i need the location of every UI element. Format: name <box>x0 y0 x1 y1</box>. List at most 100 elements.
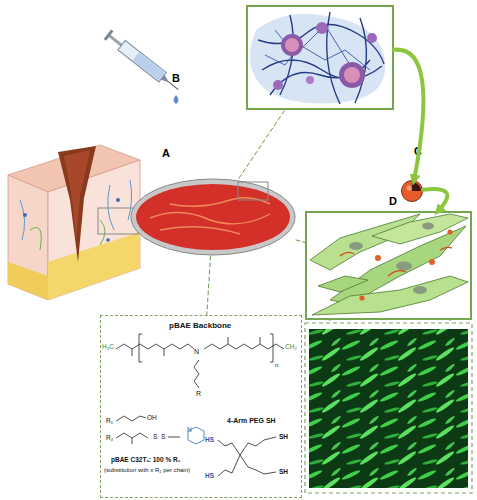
chemical-bonds <box>116 334 284 476</box>
cell-illustration-part <box>447 229 452 234</box>
cell-illustration-part <box>413 286 427 294</box>
skin-illustration-part <box>20 180 132 240</box>
skin-illustration-part <box>48 232 140 300</box>
node-label: pBAE C32Tₓ: 100 % R₁ <box>111 457 180 464</box>
skin-illustration-part <box>116 198 120 202</box>
cell-illustration-part <box>312 276 468 315</box>
petri-dish: A <box>130 178 296 256</box>
hydrogel-network-part <box>316 22 328 34</box>
dashed-leader <box>296 240 305 242</box>
syringe-part <box>104 29 114 40</box>
node-label: R₂ <box>106 435 113 442</box>
cell-illustration-part <box>349 242 363 250</box>
nanoparticle-circle-outline-part <box>407 186 412 191</box>
chemical-bonds-part <box>132 438 133 444</box>
petri-dish-outline-part <box>150 198 270 234</box>
node-label: A <box>162 148 170 159</box>
chemical-bonds-part <box>204 344 284 349</box>
cell-illustration-part <box>422 223 434 230</box>
dashed-leader <box>239 110 285 178</box>
syringe <box>104 29 182 94</box>
node-label: CH₂ <box>285 344 297 351</box>
node-label: 4-Arm PEG SH <box>227 417 276 424</box>
chemical-bonds-part <box>139 334 273 362</box>
node-label: HS <box>205 473 214 480</box>
syringe-part <box>133 52 165 80</box>
node-label: HS <box>205 437 214 444</box>
petri-dish-outline <box>130 178 296 256</box>
cell-illustration-part <box>318 276 368 292</box>
petri-dish-outline-part <box>131 179 295 255</box>
node-label: pBAE Backbone <box>169 322 231 330</box>
dashed-leader <box>207 256 211 315</box>
fluorescence-image-part <box>309 329 468 488</box>
node-label: C <box>414 146 422 157</box>
node-label: S <box>153 434 157 441</box>
node-label: D <box>389 196 397 207</box>
gel-droplet <box>174 95 179 104</box>
syringe-part <box>118 41 166 82</box>
cell-illustration-part <box>396 262 412 271</box>
chemical-bonds-part <box>188 427 204 444</box>
hydrogel-network-part <box>367 33 377 43</box>
hydrogel-box: B <box>246 5 394 110</box>
hydrogel-network-part <box>258 12 384 104</box>
syringe-part <box>108 34 122 46</box>
chemical-bonds-part <box>218 455 276 476</box>
cell-culture-box: D <box>305 211 472 320</box>
nanoparticle-circle-outline <box>401 180 423 202</box>
chemical-bonds-part <box>228 337 229 344</box>
petri-dish-outline-part <box>238 182 268 200</box>
cell-illustration-part <box>429 259 435 265</box>
node-label: n <box>275 362 278 368</box>
chemical-bonds-part <box>116 344 194 349</box>
cell-illustration-part <box>372 214 468 244</box>
chemical-bonds-part <box>116 433 148 438</box>
node-label: N <box>187 427 192 434</box>
node-label: N <box>194 348 199 355</box>
chemical-bonds-part <box>132 349 133 356</box>
node-label: B <box>172 73 180 84</box>
chemical-bonds-part <box>116 416 146 421</box>
petri-dish-outline-part <box>136 184 290 250</box>
hydrogel-network-part <box>339 62 365 88</box>
chemical-bonds-part <box>164 349 165 356</box>
skin-illustration-part <box>8 175 48 300</box>
hydrogel-network-part <box>273 80 283 90</box>
fluorescence-image <box>305 323 472 493</box>
nanoparticle-circle-outline-part <box>402 181 423 202</box>
nanoparticle-circle-outline-part <box>412 182 421 191</box>
hydrogel-network-part <box>250 14 385 104</box>
chemical-bonds-part <box>168 437 180 438</box>
fluorescence-image-part <box>305 323 472 493</box>
skin-illustration-part <box>58 146 96 262</box>
chemistry-panel: pBAE BackboneH₃CCH₂NRnR₁OHR₂SSNpBAE C32T… <box>100 315 302 498</box>
nanoparticle-circle: C <box>401 180 423 202</box>
node-label: (substitution with x R₂ per chain) <box>104 467 190 473</box>
node-label: R₁ <box>106 418 113 425</box>
node-label: S <box>161 434 165 441</box>
skin-illustration-part <box>48 160 140 300</box>
node-label: R <box>196 390 201 397</box>
cell-illustration-part <box>340 247 452 276</box>
chemical-bonds-part <box>218 437 276 455</box>
chemical-bonds-part <box>260 337 261 344</box>
skin-illustration <box>8 145 140 300</box>
hydrogel-network-part <box>285 38 299 52</box>
skin-illustration-part <box>106 238 110 242</box>
hydrogel-network <box>250 12 385 104</box>
cell-illustration <box>310 214 468 315</box>
curved-arrow <box>423 189 447 211</box>
cell-illustration-part <box>375 255 381 261</box>
node-label: SH <box>279 469 288 476</box>
node-label: SH <box>279 434 288 441</box>
skin-illustration-part <box>30 220 105 250</box>
cell-illustration-part <box>359 295 364 300</box>
hydrogel-network-part <box>344 67 360 83</box>
skin-illustration-part <box>64 150 90 240</box>
skin-illustration-part <box>23 213 27 217</box>
node-label: H₃C <box>102 344 114 351</box>
curved-arrow <box>394 50 423 180</box>
skin-illustration-part <box>8 262 48 300</box>
